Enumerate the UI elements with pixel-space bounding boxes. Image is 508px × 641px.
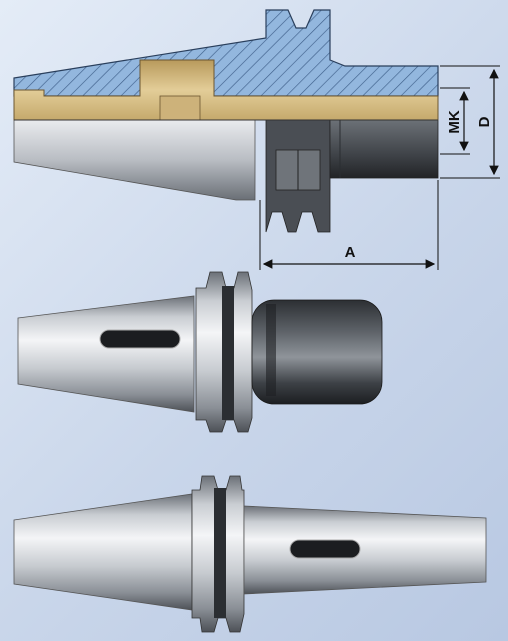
toolholder-short-shank xyxy=(17,271,383,433)
dimension-d-label: D xyxy=(476,116,493,127)
taper-bottom xyxy=(13,493,193,611)
hatched-section xyxy=(13,9,439,97)
toolholder-long-shank xyxy=(13,475,487,633)
dimension-a-label: A xyxy=(345,244,356,261)
taper-middle xyxy=(17,295,195,413)
shank-lower-half xyxy=(329,119,439,179)
section-view xyxy=(13,9,439,233)
keyway-slot-middle xyxy=(99,329,181,349)
taper-lower-half xyxy=(13,119,256,201)
shank-bottom xyxy=(243,505,487,595)
dimension-annotations: D MK A xyxy=(259,65,500,270)
keyway-slot-bottom xyxy=(289,539,361,559)
shank-middle xyxy=(251,299,383,405)
dimension-mk-label: MK xyxy=(446,110,463,133)
